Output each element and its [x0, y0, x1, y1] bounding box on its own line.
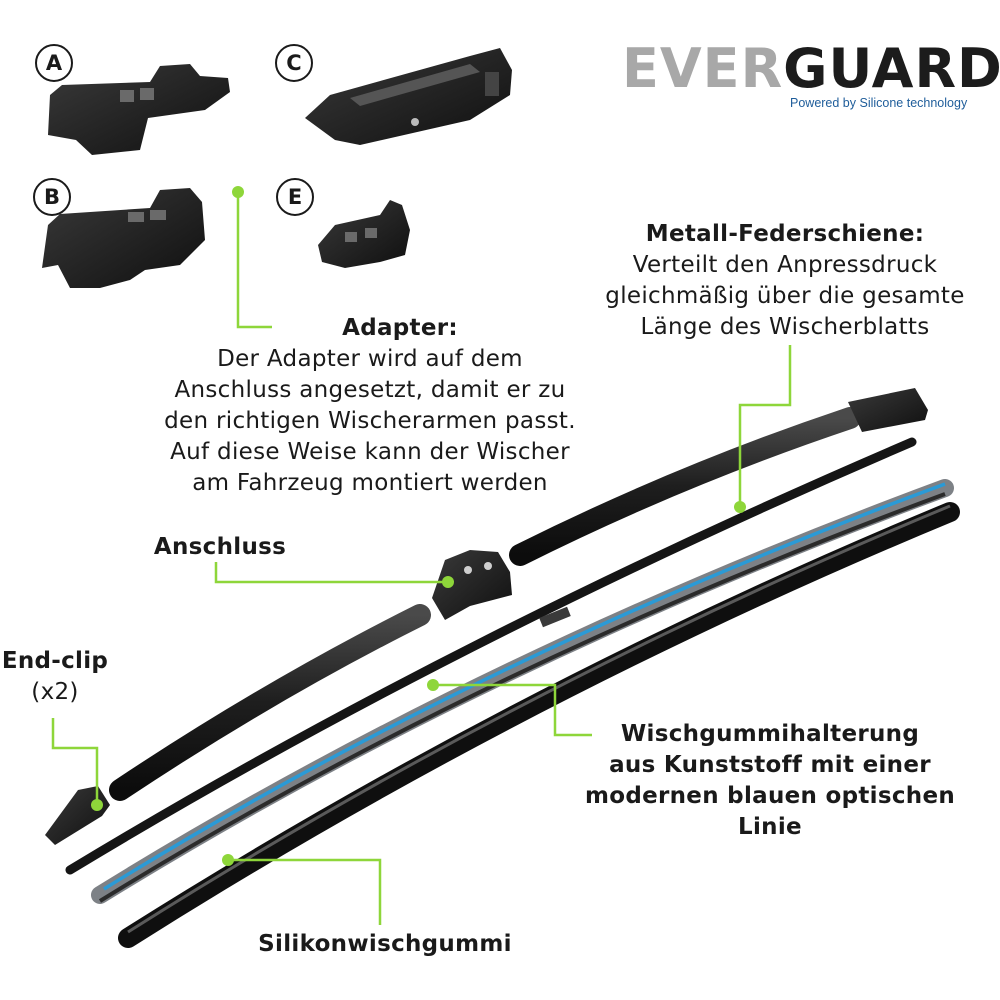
adapter-b-badge: B: [33, 178, 71, 216]
holder-line-2: aus Kunststoff mit einer: [609, 752, 931, 778]
holder-with-blue-line: [91, 479, 954, 904]
connector-part: [432, 550, 512, 620]
brand-wordmark: EVERGUARD™: [622, 37, 1000, 100]
brand-name-part1: EVER: [622, 37, 784, 100]
silicone-rubber: [118, 502, 960, 948]
holder-line-1: Wischgummihalterung: [620, 721, 920, 747]
metal-spring-title: Metall-Federschiene:: [645, 221, 925, 247]
holder-line-4: Linie: [738, 814, 802, 840]
metal-spring-line-1: Verteilt den Anpressdruck: [632, 252, 938, 278]
adapter-e-part: [318, 200, 410, 268]
adapter-line-4: Auf diese Weise kann der Wischer: [170, 439, 570, 465]
adapter-c-badge: C: [275, 44, 313, 82]
metal-spring-line-2: gleichmäßig über die gesamte: [605, 283, 965, 309]
end-clip-note: (x2): [31, 679, 79, 705]
end-clip-right: [848, 388, 928, 432]
brand-tagline: Powered by Silicone technology: [790, 96, 968, 110]
end-clip-left: [45, 786, 110, 845]
connector-title: Anschluss: [153, 534, 287, 560]
thin-spine: [65, 437, 917, 875]
metal-spring-line-3: Länge des Wischerblatts: [640, 314, 930, 340]
adapter-callout: Adapter: Der Adapter wird auf dem Anschl…: [90, 313, 650, 499]
adapter-title: Adapter:: [342, 315, 458, 341]
holder-line-3: modernen blauen optischen: [584, 783, 956, 809]
rubber-title: Silikonwischgummi: [258, 931, 512, 957]
connector-callout: Anschluss: [120, 532, 320, 563]
adapter-a-badge: A: [35, 44, 73, 82]
adapter-e-badge: E: [276, 178, 314, 216]
end-clip-title: End-clip: [1, 648, 109, 674]
brand-name-part2: GUARD: [783, 37, 1000, 100]
adapter-a-part: [48, 64, 230, 155]
leader-dots: [91, 186, 746, 866]
leader-lines: [51, 192, 792, 925]
adapter-c-part: [305, 48, 512, 145]
adapter-line-5: am Fahrzeug montiert werden: [192, 470, 548, 496]
adapter-line-1: Der Adapter wird auf dem: [217, 346, 523, 372]
metal-spring-rail: [109, 388, 928, 801]
brand-logo: EVERGUARD™ Powered by Silicone technolog…: [622, 37, 1000, 111]
end-clip-callout: End-clip (x2): [0, 646, 115, 708]
adapter-line-3: den richtigen Wischerarmen passt.: [164, 408, 576, 434]
rubber-callout: Silikonwischgummi: [220, 929, 550, 960]
metal-spring-callout: Metall-Federschiene: Verteilt den Anpres…: [570, 219, 1000, 343]
adapter-line-2: Anschluss angesetzt, damit er zu: [174, 377, 566, 403]
adapter-b-part: [42, 188, 205, 288]
holder-callout: Wischgummihalterung aus Kunststoff mit e…: [560, 719, 980, 843]
